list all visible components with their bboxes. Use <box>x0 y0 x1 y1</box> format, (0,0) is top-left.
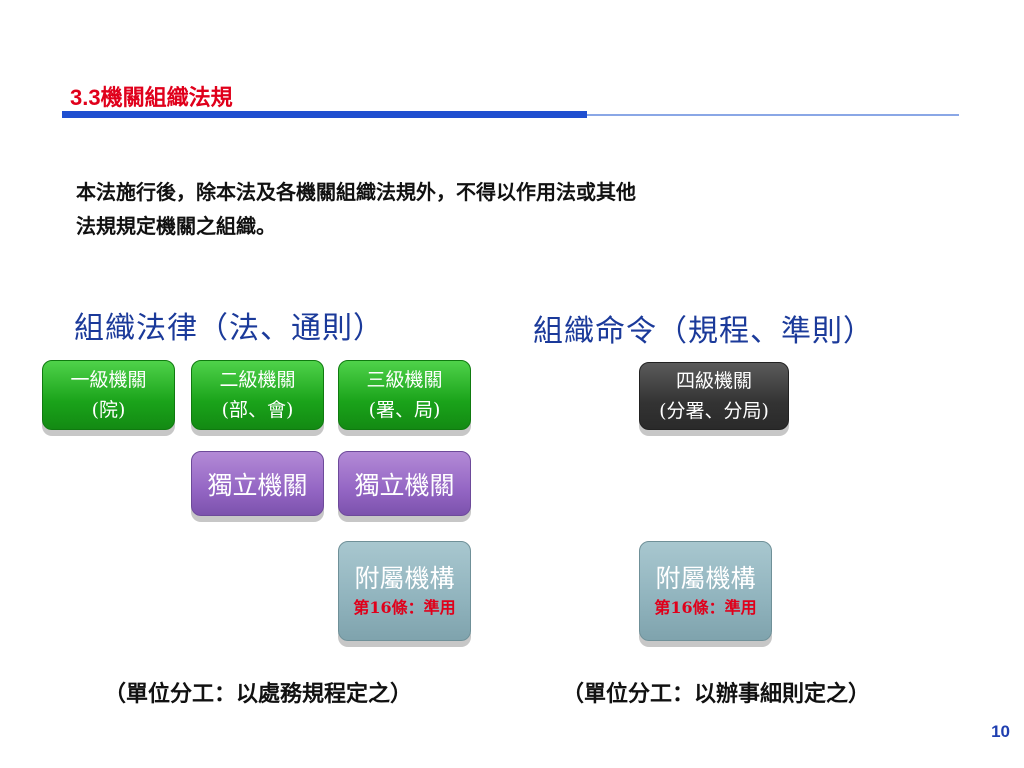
attached-right-note: 第16條：準用 <box>654 598 757 617</box>
attached-right-name: 附屬機構 <box>655 564 756 593</box>
level3-name: 三級機關 <box>366 369 443 391</box>
page-number: 10 <box>991 722 1010 741</box>
level3-sub: (署、局) <box>368 399 441 421</box>
title-underline-bar <box>62 111 587 118</box>
independent-right-label: 獨立機關 <box>354 470 455 500</box>
level4-name: 四級機關 <box>675 370 752 392</box>
attached-left-note: 第16條：準用 <box>353 598 456 617</box>
footnote-left: （單位分工：以處務規程定之） <box>104 681 413 707</box>
level1-agency-box: 一級機關 (院) <box>42 360 175 430</box>
level2-name: 二級機關 <box>219 369 296 391</box>
title-text: 機關組織法規 <box>100 85 233 111</box>
level4-sub: (分署、分局) <box>659 400 769 422</box>
footnote-right: （單位分工：以辦事細則定之） <box>562 681 871 707</box>
intro-line-2: 法規規定機關之組織。 <box>76 214 276 238</box>
level2-sub: (部、會) <box>221 399 294 421</box>
intro-paragraph: 本法施行後，除本法及各機關組織法規外，不得以作用法或其他 法規規定機關之組織。 <box>76 175 896 243</box>
intro-line-1: 本法施行後，除本法及各機關組織法規外，不得以作用法或其他 <box>76 180 636 204</box>
attached-institution-left: 附屬機構 第16條：準用 <box>338 541 471 641</box>
right-heading: 組織命令（規程、準則） <box>533 314 874 349</box>
title-number: 3.3 <box>70 85 101 110</box>
level1-sub: (院) <box>91 399 126 421</box>
attached-left-name: 附屬機構 <box>354 564 455 593</box>
independent-agency-left: 獨立機關 <box>191 451 324 516</box>
level2-agency-box: 二級機關 (部、會) <box>191 360 324 430</box>
title-underline-thin <box>587 114 959 116</box>
independent-left-label: 獨立機關 <box>207 470 308 500</box>
level4-agency-box: 四級機關 (分署、分局) <box>639 362 789 430</box>
attached-institution-right: 附屬機構 第16條：準用 <box>639 541 772 641</box>
level1-name: 一級機關 <box>70 369 147 391</box>
left-heading: 組織法律（法、通則） <box>74 311 384 346</box>
slide-title: 3.3機關組織法規 <box>70 80 233 112</box>
level3-agency-box: 三級機關 (署、局) <box>338 360 471 430</box>
independent-agency-right: 獨立機關 <box>338 451 471 516</box>
